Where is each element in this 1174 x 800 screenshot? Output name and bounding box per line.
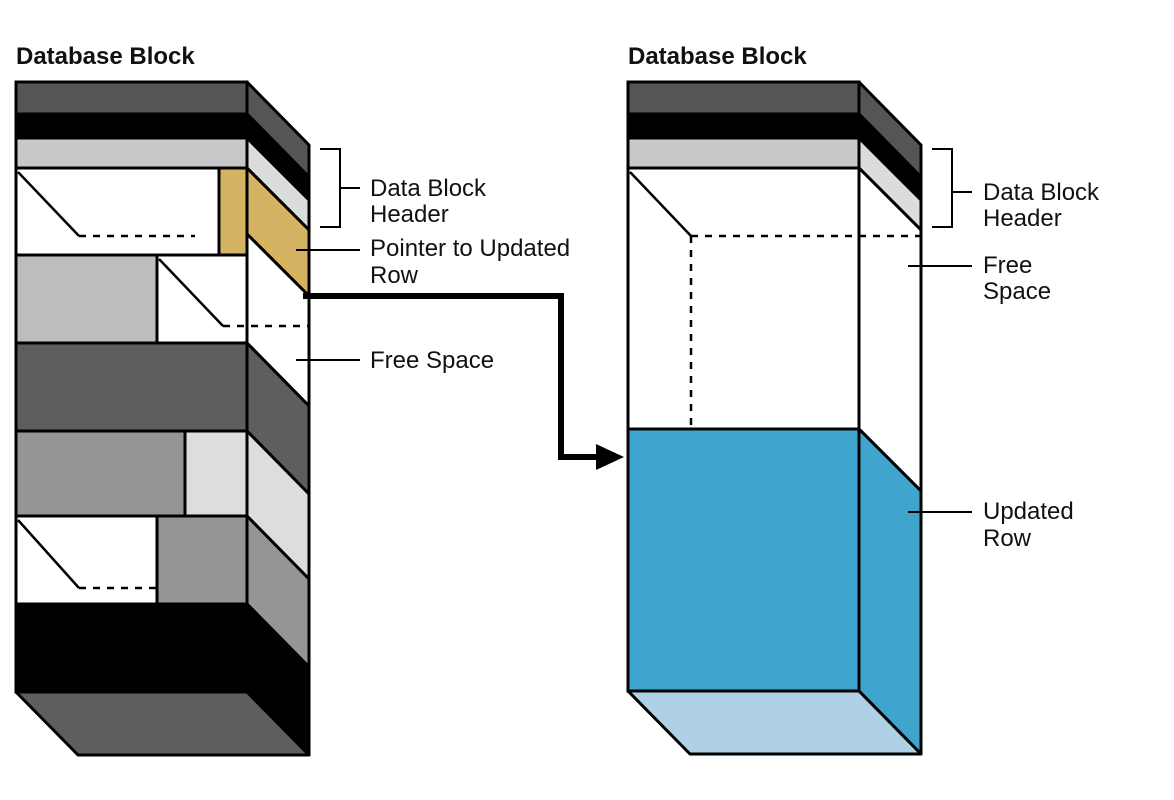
left-front-face <box>14 80 249 694</box>
right-header-light-band <box>626 136 861 170</box>
right-front-face <box>626 80 861 693</box>
left-row-5-free <box>14 514 159 606</box>
left-database-block: Database Block <box>14 43 570 757</box>
right-block-title: Database Block <box>628 43 807 70</box>
right-header-label-line1: Data Block <box>983 179 1100 206</box>
migration-arrowhead <box>596 444 624 470</box>
right-bottom-face <box>626 689 923 756</box>
left-header-label-line2: Header <box>370 201 449 228</box>
left-row-1-free <box>14 166 221 257</box>
left-free-space-perspective <box>17 171 309 590</box>
migration-arrow <box>303 293 624 470</box>
right-updated-row <box>626 427 861 693</box>
left-pointer-row <box>217 166 249 257</box>
left-header-dark-band <box>14 80 249 116</box>
right-header-label-line2: Header <box>983 205 1062 232</box>
right-free-space-label-line1: Free <box>983 252 1032 279</box>
right-free-space-perspective <box>629 171 921 429</box>
right-updated-row-label-line2: Row <box>983 525 1032 552</box>
left-row-2-gray <box>14 253 159 345</box>
left-side-face <box>245 80 311 757</box>
right-header-bracket <box>932 148 972 228</box>
left-row-2-free <box>155 253 249 345</box>
left-header-label-line1: Data Block <box>370 175 487 202</box>
left-row-4-pale <box>183 429 249 518</box>
left-free-space-label: Free Space <box>370 347 494 374</box>
left-pointer-label-line2: Row <box>370 262 419 289</box>
left-header-light-band <box>14 136 249 170</box>
left-header-black-band <box>14 112 249 140</box>
right-header-black-band <box>626 112 861 140</box>
left-pointer-label-line1: Pointer to Updated <box>370 235 570 262</box>
left-row-5-gray <box>155 514 249 606</box>
right-header-dark-band <box>626 80 861 116</box>
right-side-face <box>857 80 923 756</box>
left-row-4-gray <box>14 429 187 518</box>
left-block-title: Database Block <box>16 43 195 70</box>
right-free-space-label-line2: Space <box>983 278 1051 305</box>
left-header-bracket <box>320 148 360 228</box>
left-row-3 <box>14 341 249 433</box>
right-updated-row-label-line1: Updated <box>983 498 1074 525</box>
right-database-block: Database Block Data Block <box>626 43 1100 756</box>
left-row-6 <box>14 602 249 694</box>
left-bottom-face <box>14 690 311 757</box>
